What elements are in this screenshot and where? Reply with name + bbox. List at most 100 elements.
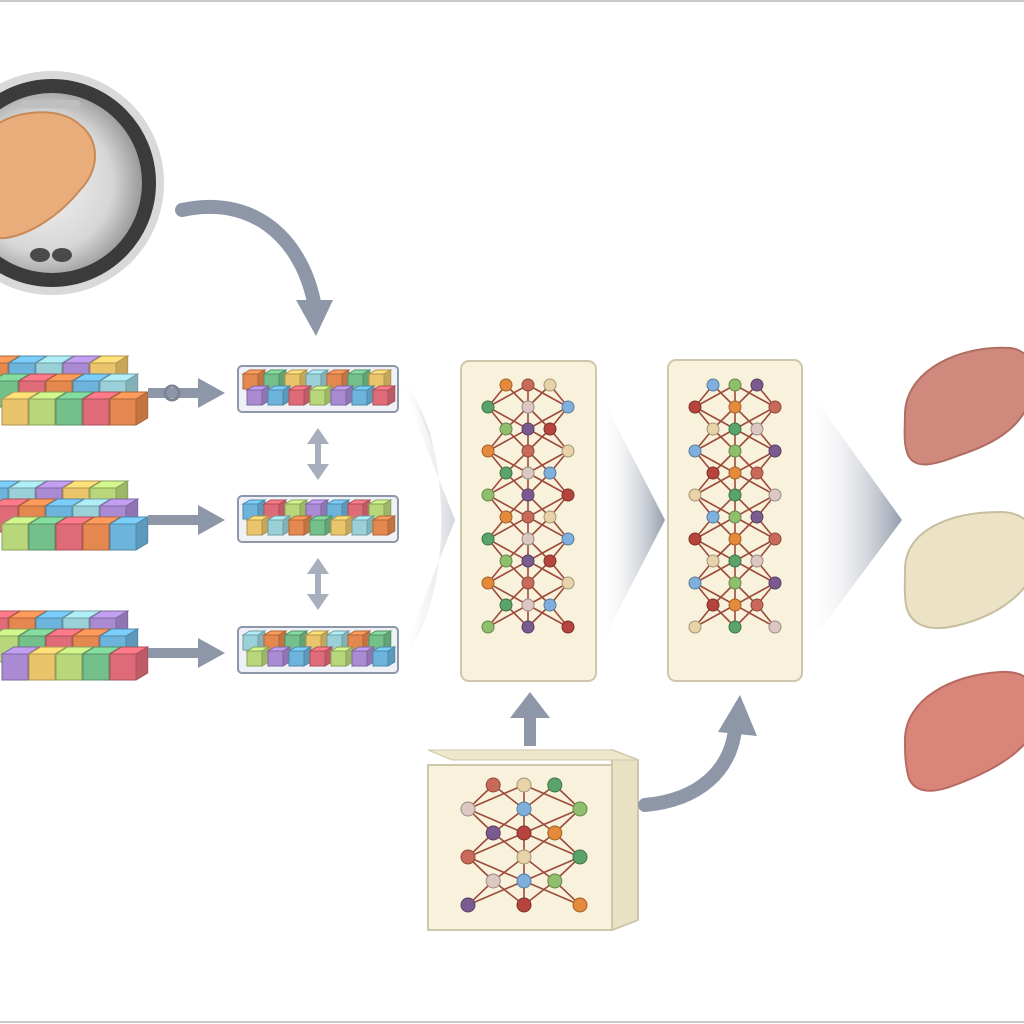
graph-panel-1 [460, 360, 597, 682]
graph-node [768, 576, 782, 590]
graph-node [768, 488, 782, 502]
graph-node [499, 422, 513, 436]
patch-strip-2 [237, 495, 399, 543]
graph-node [706, 510, 720, 524]
graph-node [521, 620, 535, 634]
graph-node [516, 777, 532, 793]
graph-node [572, 897, 588, 913]
graph-node [728, 400, 742, 414]
graph-node [572, 849, 588, 865]
graph-node [521, 554, 535, 568]
graph-node [768, 444, 782, 458]
graph-node [728, 554, 742, 568]
graph-node [728, 466, 742, 480]
stack-to-strip-arrow-2 [148, 505, 225, 535]
graph-node [516, 849, 532, 865]
graph-node [481, 400, 495, 414]
graph-node [485, 825, 501, 841]
graph-node [521, 444, 535, 458]
graph-node [481, 620, 495, 634]
prior-to-graph2-arrow [638, 723, 742, 812]
output-organ-1 [903, 346, 1024, 466]
graph-node [499, 466, 513, 480]
prior-graph-panel [427, 748, 639, 932]
graph-node [688, 620, 702, 634]
graph-node [688, 400, 702, 414]
prior-to-graph1-arrow [510, 692, 550, 746]
graph-node [728, 532, 742, 546]
graph-node [485, 777, 501, 793]
graph-node [561, 444, 575, 458]
graph-node [750, 554, 764, 568]
fan-arrow-2 [598, 390, 665, 650]
graph-node [728, 444, 742, 458]
graph-node [706, 422, 720, 436]
graph-node [521, 422, 535, 436]
graph-node [516, 873, 532, 889]
graph-node [768, 400, 782, 414]
graph-node [521, 510, 535, 524]
graph-node [728, 510, 742, 524]
graph-node [521, 598, 535, 612]
graph-node [561, 532, 575, 546]
graph-node [706, 598, 720, 612]
input-cube-stack-3 [0, 610, 150, 681]
graph-node [460, 849, 476, 865]
graph-node [688, 444, 702, 458]
input-cube-stack-2 [0, 480, 150, 551]
graph-node [516, 897, 532, 913]
graph-node [521, 488, 535, 502]
fan-arrow-3 [805, 385, 902, 650]
graph-node [521, 466, 535, 480]
link-icon [163, 384, 181, 402]
graph-node [543, 554, 557, 568]
graph-node [750, 598, 764, 612]
graph-node [543, 378, 557, 392]
graph-node [728, 620, 742, 634]
graph-node [485, 873, 501, 889]
graph-node [728, 378, 742, 392]
graph-node [521, 400, 535, 414]
graph-node [543, 422, 557, 436]
graph-node [768, 532, 782, 546]
graph-node [688, 532, 702, 546]
graph-node [481, 444, 495, 458]
graph-node [547, 777, 563, 793]
graph-node [706, 554, 720, 568]
graph-node [728, 422, 742, 436]
strip-link-1-2 [307, 428, 329, 480]
graph-panel-2 [667, 359, 803, 682]
graph-node [543, 466, 557, 480]
graph-node [768, 620, 782, 634]
graph-node [561, 488, 575, 502]
stack-to-strip-arrow-1 [148, 378, 225, 408]
graph-node [499, 378, 513, 392]
graph-node [688, 488, 702, 502]
graph-node [543, 510, 557, 524]
graph-node [516, 801, 532, 817]
graph-node [561, 576, 575, 590]
graph-node [521, 378, 535, 392]
scan-to-patch-arrowhead [296, 300, 333, 336]
graph-node [460, 801, 476, 817]
graph-node [750, 510, 764, 524]
graph-node [547, 873, 563, 889]
input-cube-stack-1 [0, 355, 150, 426]
graph-node [728, 576, 742, 590]
graph-node [706, 378, 720, 392]
graph-node [543, 598, 557, 612]
graph-node [499, 554, 513, 568]
graph-node [572, 801, 588, 817]
graph-node [460, 897, 476, 913]
graph-node [521, 576, 535, 590]
graph-node [728, 488, 742, 502]
scan-node [0, 71, 164, 295]
patch-strip-1 [237, 365, 399, 413]
fan-arrow-1b [400, 380, 455, 660]
graph-node [499, 510, 513, 524]
graph-node [481, 576, 495, 590]
graph-node [561, 400, 575, 414]
graph-node [728, 598, 742, 612]
